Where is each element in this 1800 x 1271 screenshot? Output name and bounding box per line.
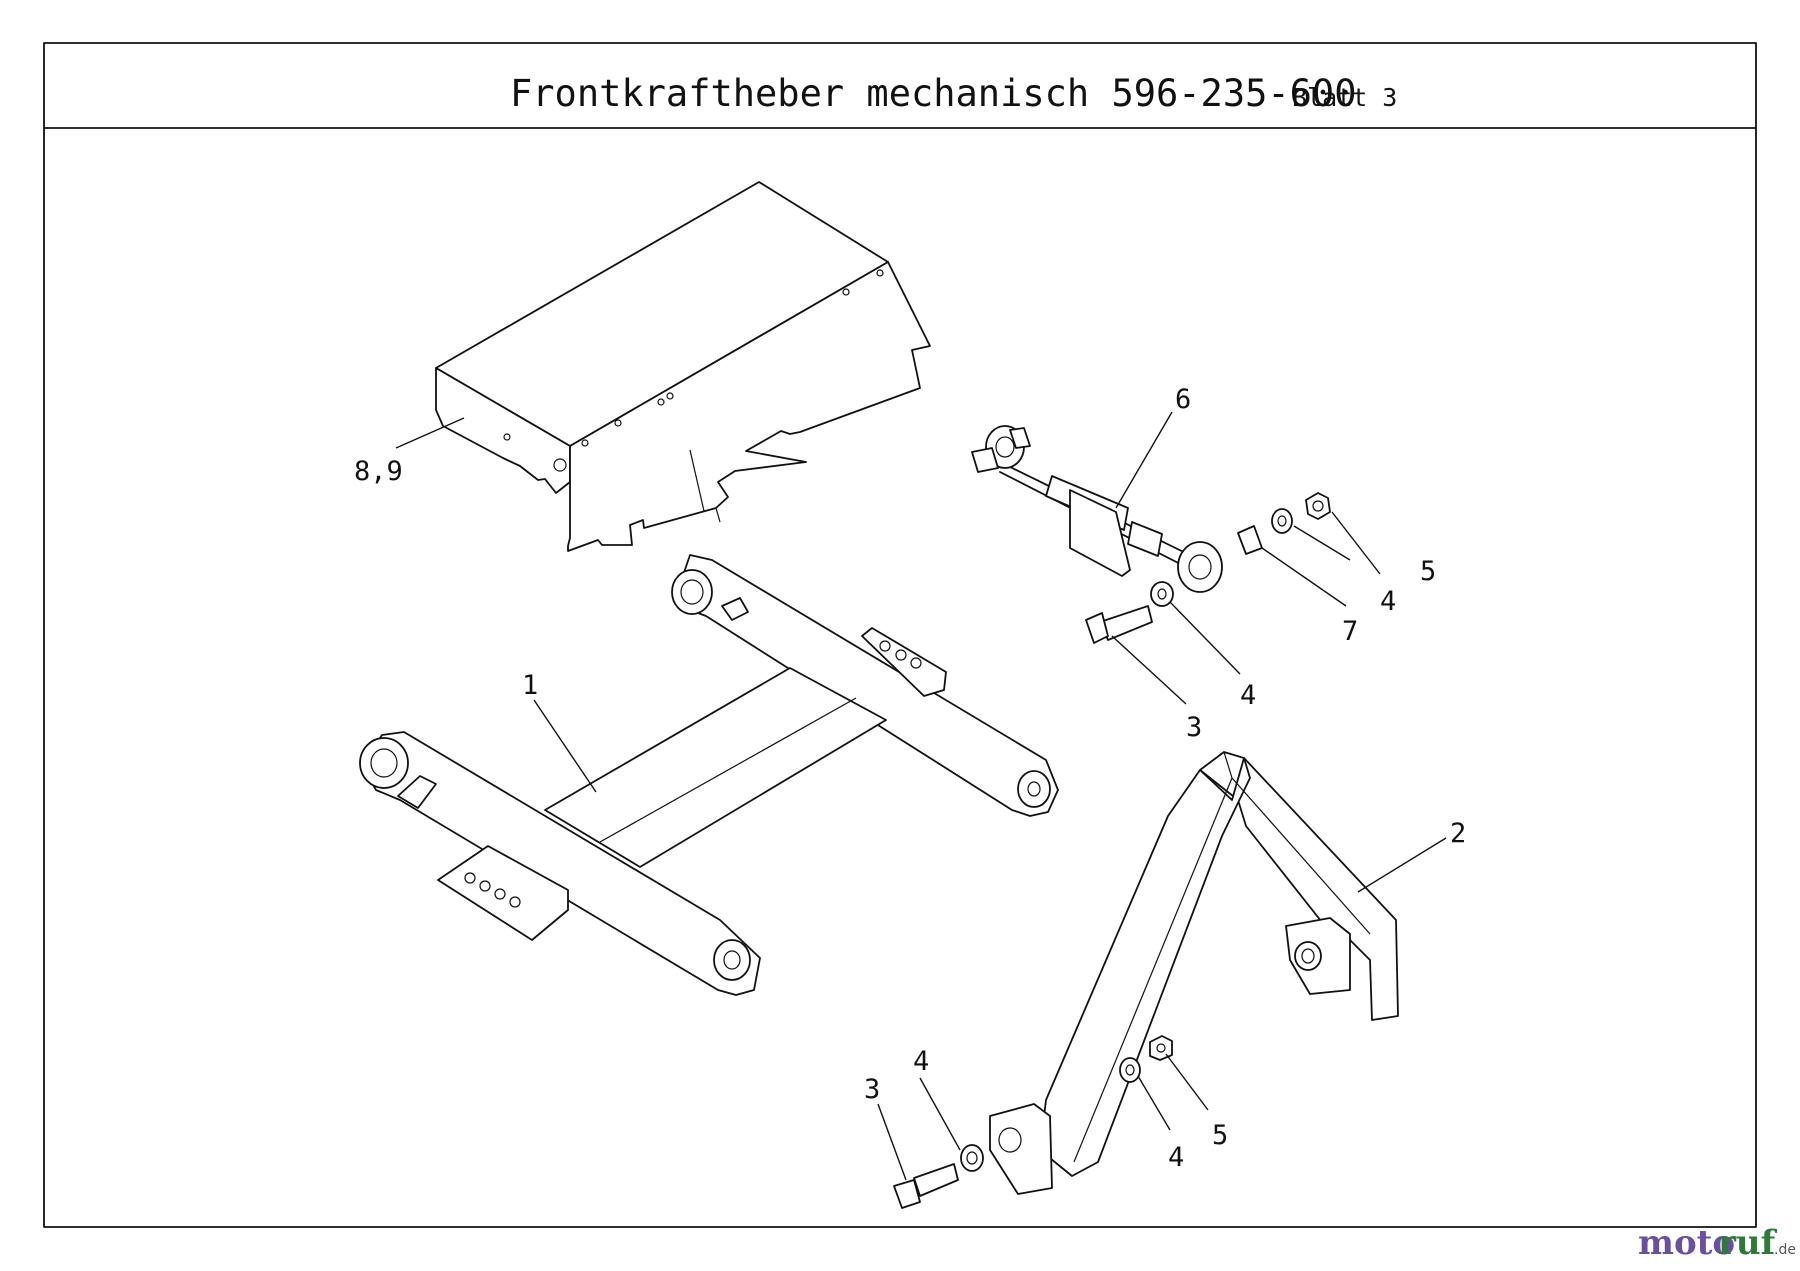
callout-6: 6 [1175,384,1191,415]
spacer-bushing-part-7 [1237,525,1263,555]
callout-4-bottom-a: 4 [913,1046,929,1077]
nut-lower [1149,1035,1173,1061]
washer-lower-left [960,1144,984,1172]
callout-8-9: 8,9 [354,456,403,487]
callout-1: 1 [522,670,538,701]
svg-text:.de: .de [1774,1242,1796,1258]
lower-hardware [893,1035,1173,1209]
callout-4-top-b: 4 [1240,680,1256,711]
callout-2: 2 [1450,818,1466,849]
callout-4-bottom-b: 4 [1168,1142,1184,1173]
callout-3-bottom: 3 [864,1074,880,1105]
nut-upper [1305,492,1331,520]
bolt-head-upper [1085,612,1109,644]
cover-plate-part-8-9 [435,181,931,552]
bolt-shank-lower [913,1163,959,1197]
svg-text:ruf: ruf [1718,1223,1778,1263]
drawing-frame [43,42,1757,1228]
callout-7: 7 [1342,616,1358,647]
callout-5-bottom: 5 [1212,1120,1228,1151]
leader-lines [395,411,1447,1181]
callout-3-top: 3 [1186,712,1202,743]
drawing-title: Frontkraftheber mechanisch 596-235-600 [510,72,1356,115]
a-frame-part-2 [989,751,1399,1195]
svg-text:moto: moto [1638,1223,1735,1263]
washer-upper [1271,508,1293,534]
washer-lower-right [1119,1057,1141,1083]
turnbuckle-part-6 [971,425,1223,593]
sheet-number: Blatt 3 [1292,83,1397,112]
lift-frame-part-1 [359,554,1059,996]
callout-5-top: 5 [1420,556,1436,587]
callout-4-top-a: 4 [1380,586,1396,617]
washer-mid [1150,581,1174,607]
bolt-head-lower [893,1179,921,1209]
watermark-logo: moto ruf .de [1638,1223,1796,1263]
upper-hardware [1085,492,1331,644]
